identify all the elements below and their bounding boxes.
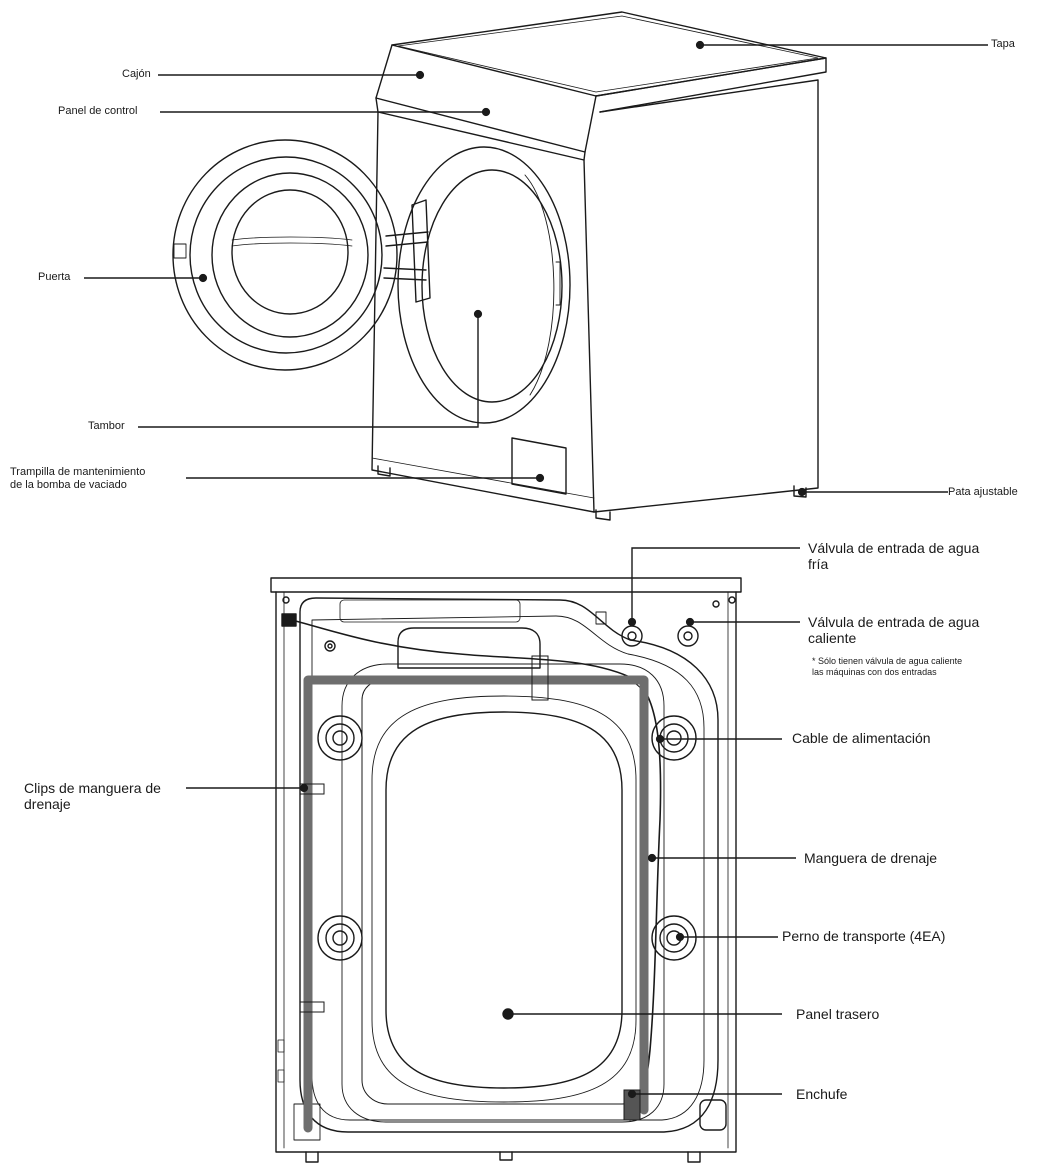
label-clips-line2: drenaje xyxy=(24,796,71,813)
label-valvula-fria: Válvula de entrada de agua fría xyxy=(808,540,979,572)
label-trampilla-line1: Trampilla de mantenimiento xyxy=(10,466,146,478)
label-manguera: Manguera de drenaje xyxy=(804,850,938,866)
label-clips-line1: Clips de manguera de xyxy=(24,780,161,796)
back-center-opening xyxy=(385,711,623,1089)
note-hot-valve-line1: * Sólo tienen válvula de agua caliente xyxy=(812,656,963,666)
label-panel-trasero: Panel trasero xyxy=(796,1006,880,1022)
label-valvula-caliente-line1: Válvula de entrada de agua xyxy=(808,614,980,630)
inlet-valves xyxy=(595,611,699,647)
drum-opening-shape xyxy=(397,146,571,424)
label-pata: Pata ajustable xyxy=(948,486,1018,498)
label-valvula-caliente: Válvula de entrada de agua caliente xyxy=(808,614,979,646)
label-cable: Cable de alimentación xyxy=(792,730,931,746)
foot-shape xyxy=(377,465,391,477)
label-valvula-fria-line2: fría xyxy=(808,556,829,573)
rear-view-illustration xyxy=(270,577,742,1163)
transport-bolts xyxy=(317,715,697,961)
label-cajon: Cajón xyxy=(122,68,151,80)
note-hot-valve: * Sólo tienen válvula de agua caliente l… xyxy=(812,656,962,678)
power-cable-line xyxy=(291,619,662,1121)
label-enchufe: Enchufe xyxy=(796,1086,848,1102)
label-valvula-caliente-line2: caliente xyxy=(808,630,857,647)
label-clips: Clips de manguera de drenaje xyxy=(24,780,161,812)
drawer-panel-shape xyxy=(375,44,597,153)
label-puerta: Puerta xyxy=(38,271,71,283)
label-perno: Perno de transporte (4EA) xyxy=(782,928,946,944)
pump-hatch-shape xyxy=(511,437,567,495)
rear-top-plate xyxy=(270,577,742,593)
rear-corner-box xyxy=(699,1099,727,1131)
side-panel-shape xyxy=(593,79,819,513)
note-hot-valve-line2: las máquinas con dos entradas xyxy=(812,666,937,677)
door-shape xyxy=(172,139,398,371)
rear-body-outline xyxy=(275,591,737,1153)
hinge-shape xyxy=(411,199,431,303)
label-valvula-fria-line1: Válvula de entrada de agua xyxy=(808,540,980,556)
label-trampilla: Trampilla de mantenimiento de la bomba d… xyxy=(10,466,145,491)
label-tapa: Tapa xyxy=(991,38,1015,50)
drain-hose-line xyxy=(303,675,649,1133)
back-panel-outline xyxy=(299,597,719,1133)
label-panel-control: Panel de control xyxy=(58,105,138,117)
hose-clips xyxy=(299,655,641,1121)
label-trampilla-line2: de la bomba de vaciado xyxy=(10,478,127,491)
label-tambor: Tambor xyxy=(88,420,125,432)
